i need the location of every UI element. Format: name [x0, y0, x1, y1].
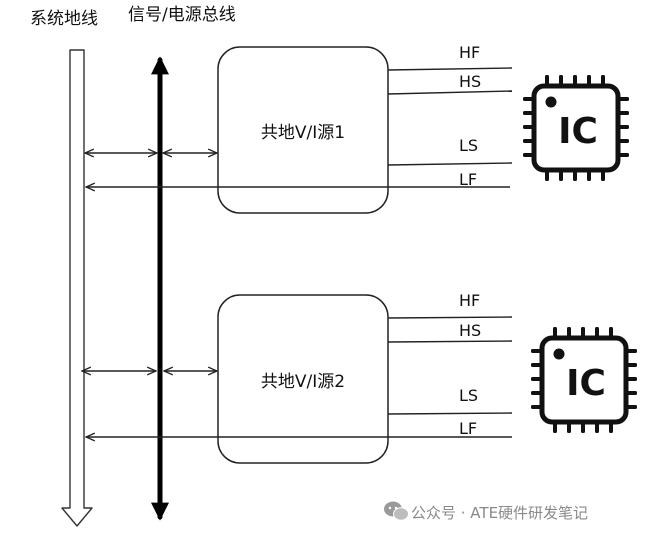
ground-line-label: 系统地线	[30, 9, 98, 29]
pin-label-hs-2: HS	[459, 321, 481, 340]
system-ground-line	[61, 49, 93, 527]
pin-label-hf-1: HF	[459, 43, 480, 62]
vi-source-block-1: 共地V/I源1 HF HS LS LF	[85, 43, 629, 214]
pin-label-lf-2: LF	[459, 419, 477, 438]
pin-label-ls-1: LS	[459, 136, 478, 155]
vi-source-box-1	[217, 46, 389, 214]
watermark: 公众号 · ATE硬件研发笔记	[384, 501, 588, 522]
pin-label-lf-1: LF	[459, 170, 477, 189]
hf-line-1	[387, 67, 513, 71]
signal-power-bus-label: 信号/电源总线	[128, 5, 236, 25]
hs-line-2	[387, 340, 513, 343]
ic-chip-2: IC	[531, 327, 637, 433]
pin-label-hs-1: HS	[459, 72, 481, 91]
pin-label-ls-2: LS	[459, 386, 478, 405]
ls-line-2	[387, 412, 513, 415]
ic-chip-2-label: IC	[566, 363, 606, 404]
hf-line-2	[387, 316, 513, 319]
watermark-text: 公众号 · ATE硬件研发笔记	[411, 504, 588, 522]
ic-chip-1: IC	[523, 75, 629, 181]
vi-source-block-2: 共地V/I源2 HF HS LS LF	[82, 291, 637, 464]
wechat-icon	[384, 501, 409, 521]
pin-label-hf-2: HF	[459, 291, 480, 310]
vi-source-box-2	[217, 294, 389, 464]
hs-line-1	[387, 90, 513, 95]
ic-chip-1-label: IC	[558, 111, 598, 152]
vi-source-2-label: 共地V/I源2	[261, 372, 345, 392]
ls-line-1	[387, 162, 513, 166]
vi-source-1-label: 共地V/I源1	[261, 123, 345, 143]
